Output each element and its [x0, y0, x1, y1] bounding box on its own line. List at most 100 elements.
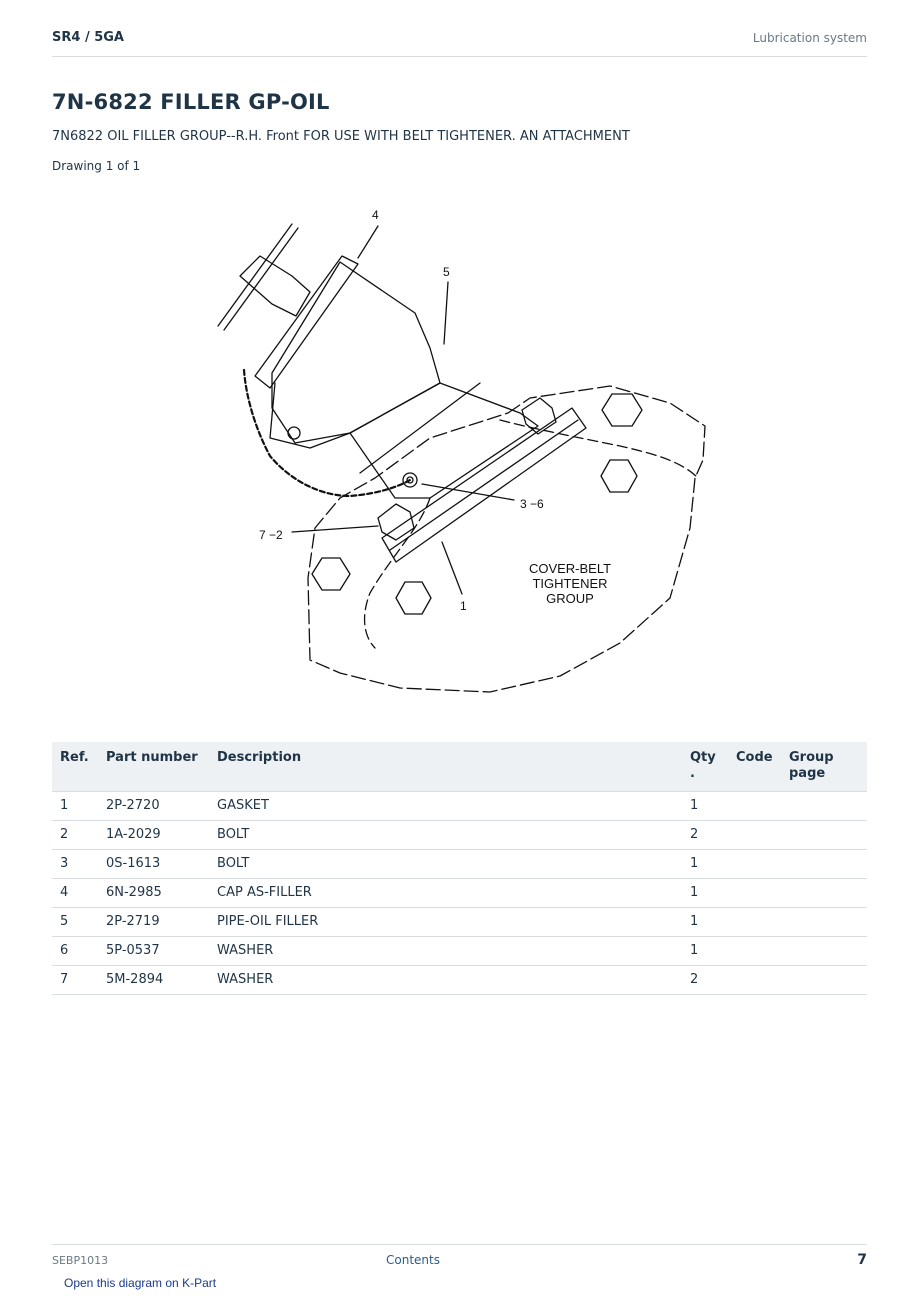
- contents-link[interactable]: Contents: [386, 1253, 440, 1267]
- chain-eye: [402, 472, 418, 488]
- cell-code: [728, 849, 781, 879]
- cell-ref: 3: [52, 849, 98, 879]
- cell-description: WASHER: [209, 965, 682, 995]
- col-ref: Ref.: [52, 742, 98, 792]
- filler-pipe-seam: [359, 382, 481, 474]
- model-breadcrumb: SR4 / 5GA: [52, 30, 124, 45]
- cover-label-line-1: COVER-BELT: [529, 561, 611, 576]
- cell-part-number: 6N-2985: [98, 878, 209, 908]
- cell-code: [728, 791, 781, 821]
- cell-description: BOLT: [209, 820, 682, 850]
- callout-3-6: 3 −6: [520, 497, 544, 511]
- parts-diagram-svg: 4 5 3 −6 7 −2 1 COVER-BELT TIGHTENER GRO…: [217, 208, 706, 693]
- cell-qty: 1: [682, 878, 728, 908]
- page-footer: SEBP1013 Contents 7: [52, 1244, 867, 1271]
- flange-bolt-lower: [377, 503, 415, 541]
- filler-neck-bracket: [269, 382, 351, 449]
- table-row: 4 6N-2985 CAP AS-FILLER 1: [52, 878, 867, 908]
- hex-bolt-head-3: [311, 557, 351, 591]
- gasket-flange-edge: [389, 419, 579, 551]
- cell-code: [728, 907, 781, 937]
- col-code: Code: [728, 742, 781, 792]
- parts-table-header: Ref. Part number Description Qty . Code …: [52, 742, 867, 792]
- table-row: 1 2P-2720 GASKET 1: [52, 791, 867, 821]
- cell-group-page: [781, 907, 867, 937]
- cell-description: CAP AS-FILLER: [209, 878, 682, 908]
- cell-group-page: [781, 965, 867, 995]
- cell-description: GASKET: [209, 791, 682, 821]
- cell-code: [728, 878, 781, 908]
- filler-cap-handle: [239, 255, 311, 317]
- cover-plate-outline: [307, 385, 706, 693]
- flange-bolt-upper: [521, 397, 557, 435]
- retaining-chain: [242, 368, 412, 498]
- callout-7-2: 7 −2: [259, 528, 283, 542]
- callout-5: 5: [443, 265, 450, 279]
- cell-code: [728, 936, 781, 966]
- cell-group-page: [781, 820, 867, 850]
- parts-diagram: 4 5 3 −6 7 −2 1 COVER-BELT TIGHTENER GRO…: [200, 198, 720, 708]
- chain-eye-inner: [406, 476, 414, 484]
- callout-1: 1: [460, 599, 467, 613]
- page-title: 7N-6822 FILLER GP-OIL: [52, 90, 330, 114]
- table-row: 6 5P-0537 WASHER 1: [52, 936, 867, 966]
- document-id: SEBP1013: [52, 1254, 109, 1267]
- bracket-hole: [287, 426, 301, 440]
- cover-inner-contour-2: [363, 497, 431, 649]
- cell-group-page: [781, 878, 867, 908]
- cell-group-page: [781, 849, 867, 879]
- table-row: 2 1A-2029 BOLT 2: [52, 820, 867, 850]
- cell-code: [728, 965, 781, 995]
- page-number: 7: [857, 1252, 867, 1268]
- leader-7-2: [291, 525, 379, 533]
- cell-qty: 1: [682, 791, 728, 821]
- filler-neck: [271, 261, 441, 444]
- filler-cap: [254, 255, 359, 389]
- callout-4: 4: [372, 208, 379, 222]
- hex-bolt-head-2: [600, 459, 638, 493]
- col-group-page: Group page: [781, 742, 867, 792]
- cell-description: PIPE-OIL FILLER: [209, 907, 682, 937]
- cell-part-number: 2P-2719: [98, 907, 209, 937]
- leader-1: [441, 541, 463, 595]
- hex-bolt-head-4: [395, 581, 432, 615]
- cell-ref: 1: [52, 791, 98, 821]
- cell-qty: 1: [682, 936, 728, 966]
- leader-5: [443, 281, 449, 345]
- leader-4: [357, 225, 379, 259]
- leader-3-6: [421, 483, 515, 501]
- page-header: SR4 / 5GA Lubrication system: [52, 26, 867, 57]
- cell-part-number: 0S-1613: [98, 849, 209, 879]
- section-name: Lubrication system: [752, 31, 867, 45]
- gasket-flange: [381, 407, 587, 563]
- table-row: 5 2P-2719 PIPE-OIL FILLER 1: [52, 907, 867, 937]
- cell-code: [728, 820, 781, 850]
- cap-handle-bar-2: [223, 227, 299, 331]
- cell-part-number: 2P-2720: [98, 791, 209, 821]
- cell-group-page: [781, 791, 867, 821]
- cell-group-page: [781, 936, 867, 966]
- cell-qty: 2: [682, 965, 728, 995]
- cell-description: BOLT: [209, 849, 682, 879]
- cell-part-number: 5P-0537: [98, 936, 209, 966]
- cell-qty: 1: [682, 849, 728, 879]
- cell-description: WASHER: [209, 936, 682, 966]
- col-part-number: Part number: [98, 742, 209, 792]
- kpart-diagram-link[interactable]: Open this diagram on K-Part: [64, 1276, 217, 1290]
- table-row: 3 0S-1613 BOLT 1: [52, 849, 867, 879]
- cap-handle-bar: [217, 223, 293, 327]
- page-subtitle: 7N6822 OIL FILLER GROUP--R.H. Front FOR …: [52, 129, 630, 144]
- cell-qty: 2: [682, 820, 728, 850]
- cell-ref: 7: [52, 965, 98, 995]
- col-qty: Qty .: [682, 742, 728, 792]
- cover-label-line-2: TIGHTENER: [532, 576, 607, 591]
- cell-ref: 4: [52, 878, 98, 908]
- cell-ref: 5: [52, 907, 98, 937]
- cell-part-number: 5M-2894: [98, 965, 209, 995]
- cell-part-number: 1A-2029: [98, 820, 209, 850]
- cell-qty: 1: [682, 907, 728, 937]
- filler-pipe-body: [349, 382, 539, 499]
- table-row: 7 5M-2894 WASHER 2: [52, 965, 867, 995]
- cell-ref: 6: [52, 936, 98, 966]
- drawing-count: Drawing 1 of 1: [52, 159, 141, 173]
